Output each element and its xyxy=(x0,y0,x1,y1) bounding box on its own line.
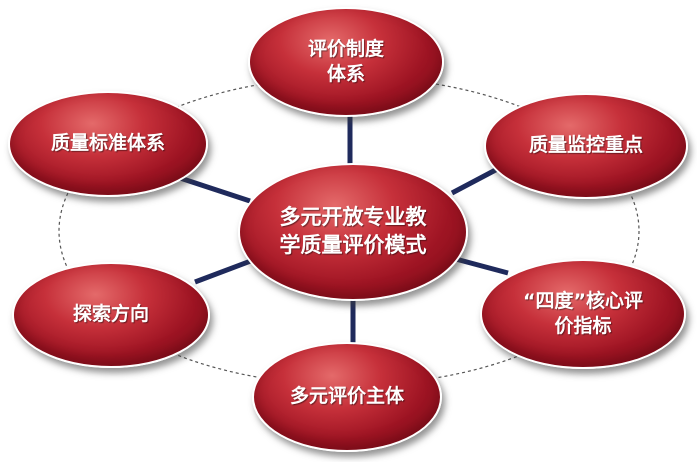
node-quality-standard: 质量标准体系 xyxy=(8,91,208,197)
node-exploration-direction: 探索方向 xyxy=(12,262,210,368)
node-label: 评价制度体系 xyxy=(307,37,384,85)
node-core-indicators: “四度”核心评价指标 xyxy=(480,259,686,369)
node-evaluation-subjects: 多元评价主体 xyxy=(252,342,442,452)
node-label: 质量监控重点 xyxy=(528,134,643,157)
node-label: 探索方向 xyxy=(72,303,149,326)
node-label: “四度”核心评价指标 xyxy=(523,289,643,337)
node-center-model: 多元开放专业教学质量评价模式 xyxy=(238,163,468,301)
connector-left-bottom xyxy=(194,256,257,285)
connector-right-bottom xyxy=(451,255,509,276)
center-label: 多元开放专业教学质量评价模式 xyxy=(279,205,427,257)
node-quality-monitoring: 质量监控重点 xyxy=(484,93,688,199)
connector-left-top xyxy=(179,175,251,204)
node-label: 多元评价主体 xyxy=(290,385,405,408)
node-evaluation-system: 评价制度体系 xyxy=(248,7,444,117)
node-label: 质量标准体系 xyxy=(50,132,165,155)
